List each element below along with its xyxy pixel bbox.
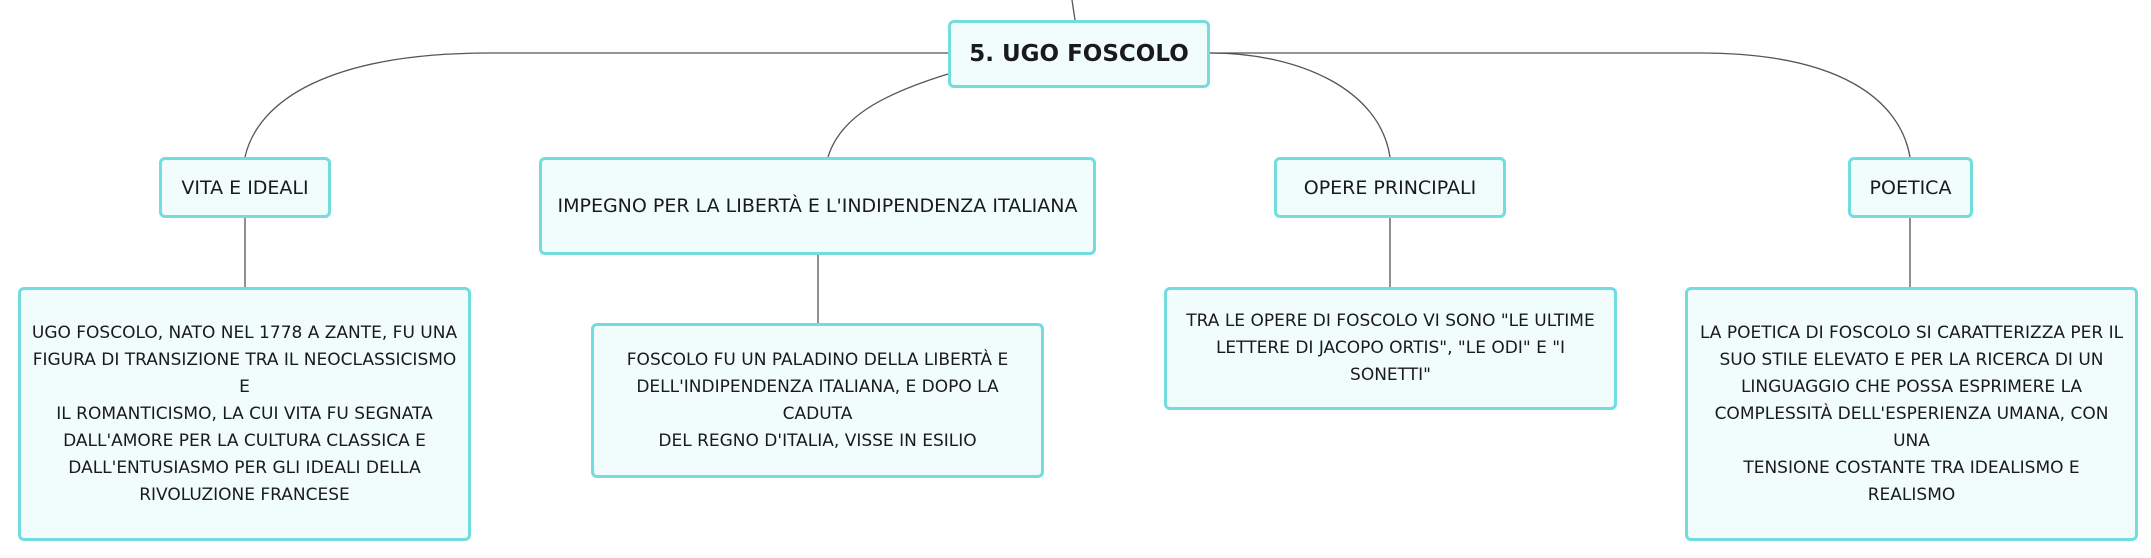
connector-parent: [1071, 0, 1076, 21]
topic-vita-e-ideali[interactable]: VITA E IDEALI: [159, 157, 331, 218]
topic-label: VITA E IDEALI: [181, 176, 309, 199]
detail-line: LINGUAGGIO CHE POSSA ESPRIMERE LA: [1740, 376, 2083, 397]
detail-text: LA POETICA DI FOSCOLO SI CARATTERIZZA PE…: [1698, 320, 2125, 509]
detail-impegno-liberta[interactable]: FOSCOLO FU UN PALADINO DELLA LIBERTÀ E D…: [591, 323, 1044, 478]
detail-line: FIGURA DI TRANSIZIONE TRA IL NEOCLASSICI…: [32, 349, 457, 397]
detail-poetica[interactable]: LA POETICA DI FOSCOLO SI CARATTERIZZA PE…: [1685, 287, 2138, 541]
topic-poetica[interactable]: POETICA: [1848, 157, 1973, 218]
detail-vita-e-ideali[interactable]: UGO FOSCOLO, NATO NEL 1778 A ZANTE, FU U…: [18, 287, 471, 541]
detail-line: TRA LE OPERE DI FOSCOLO VI SONO "LE ULTI…: [1186, 311, 1595, 331]
detail-opere-principali[interactable]: TRA LE OPERE DI FOSCOLO VI SONO "LE ULTI…: [1164, 287, 1617, 410]
detail-line: COMPLESSITÀ DELL'ESPERIENZA UMANA, CON U…: [1714, 403, 2109, 451]
detail-line: DEL REGNO D'ITALIA, VISSE IN ESILIO: [658, 430, 977, 451]
connector-root-impegno: [827, 73, 949, 158]
topic-label: POETICA: [1869, 176, 1952, 199]
root-node[interactable]: 5. UGO FOSCOLO: [948, 20, 1210, 88]
detail-line: LETTERE DI JACOPO ORTIS", "LE ODI" E "I …: [1215, 338, 1566, 385]
detail-line: IL ROMANTICISMO, LA CUI VITA FU SEGNATA: [56, 403, 433, 424]
detail-line: LA POETICA DI FOSCOLO SI CARATTERIZZA PE…: [1699, 322, 2124, 343]
detail-text: UGO FOSCOLO, NATO NEL 1778 A ZANTE, FU U…: [31, 320, 458, 509]
detail-line: DALL'ENTUSIASMO PER GLI IDEALI DELLA: [68, 457, 421, 478]
topic-impegno-liberta[interactable]: IMPEGNO PER LA LIBERTÀ E L'INDIPENDENZA …: [539, 157, 1096, 255]
connector-root-opere: [1209, 52, 1391, 158]
topic-label: OPERE PRINCIPALI: [1303, 176, 1477, 199]
connector-root-vita: [244, 52, 948, 158]
root-label: 5. UGO FOSCOLO: [969, 41, 1189, 67]
detail-line: DELL'INDIPENDENZA ITALIANA, E DOPO LA CA…: [636, 376, 999, 424]
detail-line: RIVOLUZIONE FRANCESE: [139, 484, 350, 505]
detail-line: FOSCOLO FU UN PALADINO DELLA LIBERTÀ E: [626, 349, 1009, 370]
detail-line: SUO STILE ELEVATO E PER LA RICERCA DI UN: [1719, 349, 2104, 370]
connector-root-poetica: [1210, 52, 1911, 158]
detail-line: UGO FOSCOLO, NATO NEL 1778 A ZANTE, FU U…: [31, 322, 458, 343]
topic-opere-principali[interactable]: OPERE PRINCIPALI: [1274, 157, 1506, 218]
topic-label: IMPEGNO PER LA LIBERTÀ E L'INDIPENDENZA …: [557, 195, 1078, 217]
detail-text: FOSCOLO FU UN PALADINO DELLA LIBERTÀ E D…: [604, 347, 1031, 455]
detail-text: TRA LE OPERE DI FOSCOLO VI SONO "LE ULTI…: [1177, 308, 1604, 389]
detail-line: TENSIONE COSTANTE TRA IDEALISMO E REALIS…: [1743, 457, 2080, 505]
detail-line: DALL'AMORE PER LA CULTURA CLASSICA E: [63, 430, 426, 451]
